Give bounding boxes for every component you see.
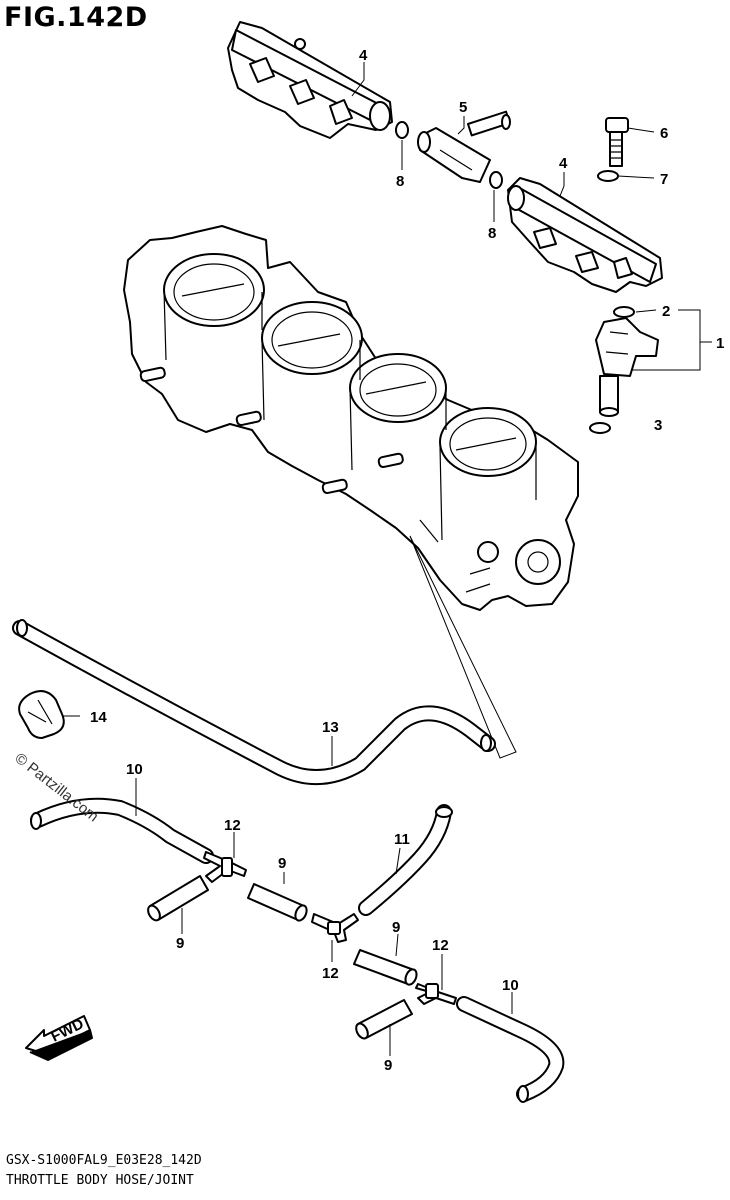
hose-9-a[interactable] <box>146 875 209 922</box>
callout-6[interactable]: 6 <box>660 125 668 142</box>
callout-4-upper[interactable]: 4 <box>359 47 368 64</box>
bolt[interactable] <box>605 117 629 167</box>
hose-9-b[interactable] <box>247 883 309 922</box>
t-joint-1[interactable] <box>203 851 247 883</box>
hose-9-d[interactable] <box>354 999 413 1040</box>
callout-7[interactable]: 7 <box>660 171 668 188</box>
hose-9-c[interactable] <box>353 949 419 986</box>
callout-8-right[interactable]: 8 <box>488 225 496 242</box>
o-ring-right[interactable] <box>489 171 503 189</box>
callout-9-mid[interactable]: 9 <box>278 855 286 872</box>
callout-8-left[interactable]: 8 <box>396 173 404 190</box>
callout-12-right[interactable]: 12 <box>432 937 449 954</box>
callout-11[interactable]: 11 <box>394 831 410 848</box>
hose-10-right[interactable] <box>456 996 565 1103</box>
callout-2[interactable]: 2 <box>662 303 670 320</box>
callout-12-mid[interactable]: 12 <box>322 965 339 982</box>
callout-4-lower[interactable]: 4 <box>559 155 568 172</box>
callout-5[interactable]: 5 <box>459 99 467 116</box>
fuel-rail-upper[interactable] <box>227 21 393 139</box>
pointer-lines <box>409 535 517 759</box>
t-joint-3[interactable] <box>415 983 457 1005</box>
fuel-joint[interactable] <box>417 110 511 183</box>
callout-10-right[interactable]: 10 <box>502 977 519 994</box>
o-ring-left[interactable] <box>395 121 409 139</box>
figure-title: FIG.142D <box>4 2 148 33</box>
section-title: THROTTLE BODY HOSE/JOINT <box>6 1173 194 1188</box>
callout-9-right[interactable]: 9 <box>392 919 400 936</box>
t-joint-2[interactable] <box>311 913 359 943</box>
callouts: 4 5 8 8 6 7 4 2 1 3 14 13 10 12 9 11 9 1… <box>90 47 724 1074</box>
injector-seal[interactable] <box>589 422 611 434</box>
fwd-arrow-icon: FWD <box>25 1015 93 1061</box>
callout-13[interactable]: 13 <box>322 719 339 736</box>
leader-lines <box>62 62 712 1056</box>
throttle-body[interactable] <box>123 225 579 611</box>
callout-9-bottom[interactable]: 9 <box>384 1057 392 1074</box>
model-code: GSX-S1000FAL9_E03E28_142D <box>6 1153 202 1168</box>
hose-11[interactable] <box>358 804 453 916</box>
clamp[interactable] <box>18 690 65 739</box>
callout-1[interactable]: 1 <box>716 335 724 352</box>
hose-10-left[interactable] <box>30 797 214 864</box>
callout-14[interactable]: 14 <box>90 709 107 726</box>
callout-9-left[interactable]: 9 <box>176 935 184 952</box>
callout-12-top[interactable]: 12 <box>224 817 241 834</box>
fuel-rail-lower[interactable] <box>507 177 663 293</box>
callout-10-left[interactable]: 10 <box>126 761 143 778</box>
hose-13[interactable] <box>12 619 496 785</box>
callout-3[interactable]: 3 <box>654 417 662 434</box>
fuel-injector[interactable] <box>595 306 659 417</box>
washer[interactable] <box>597 170 619 182</box>
